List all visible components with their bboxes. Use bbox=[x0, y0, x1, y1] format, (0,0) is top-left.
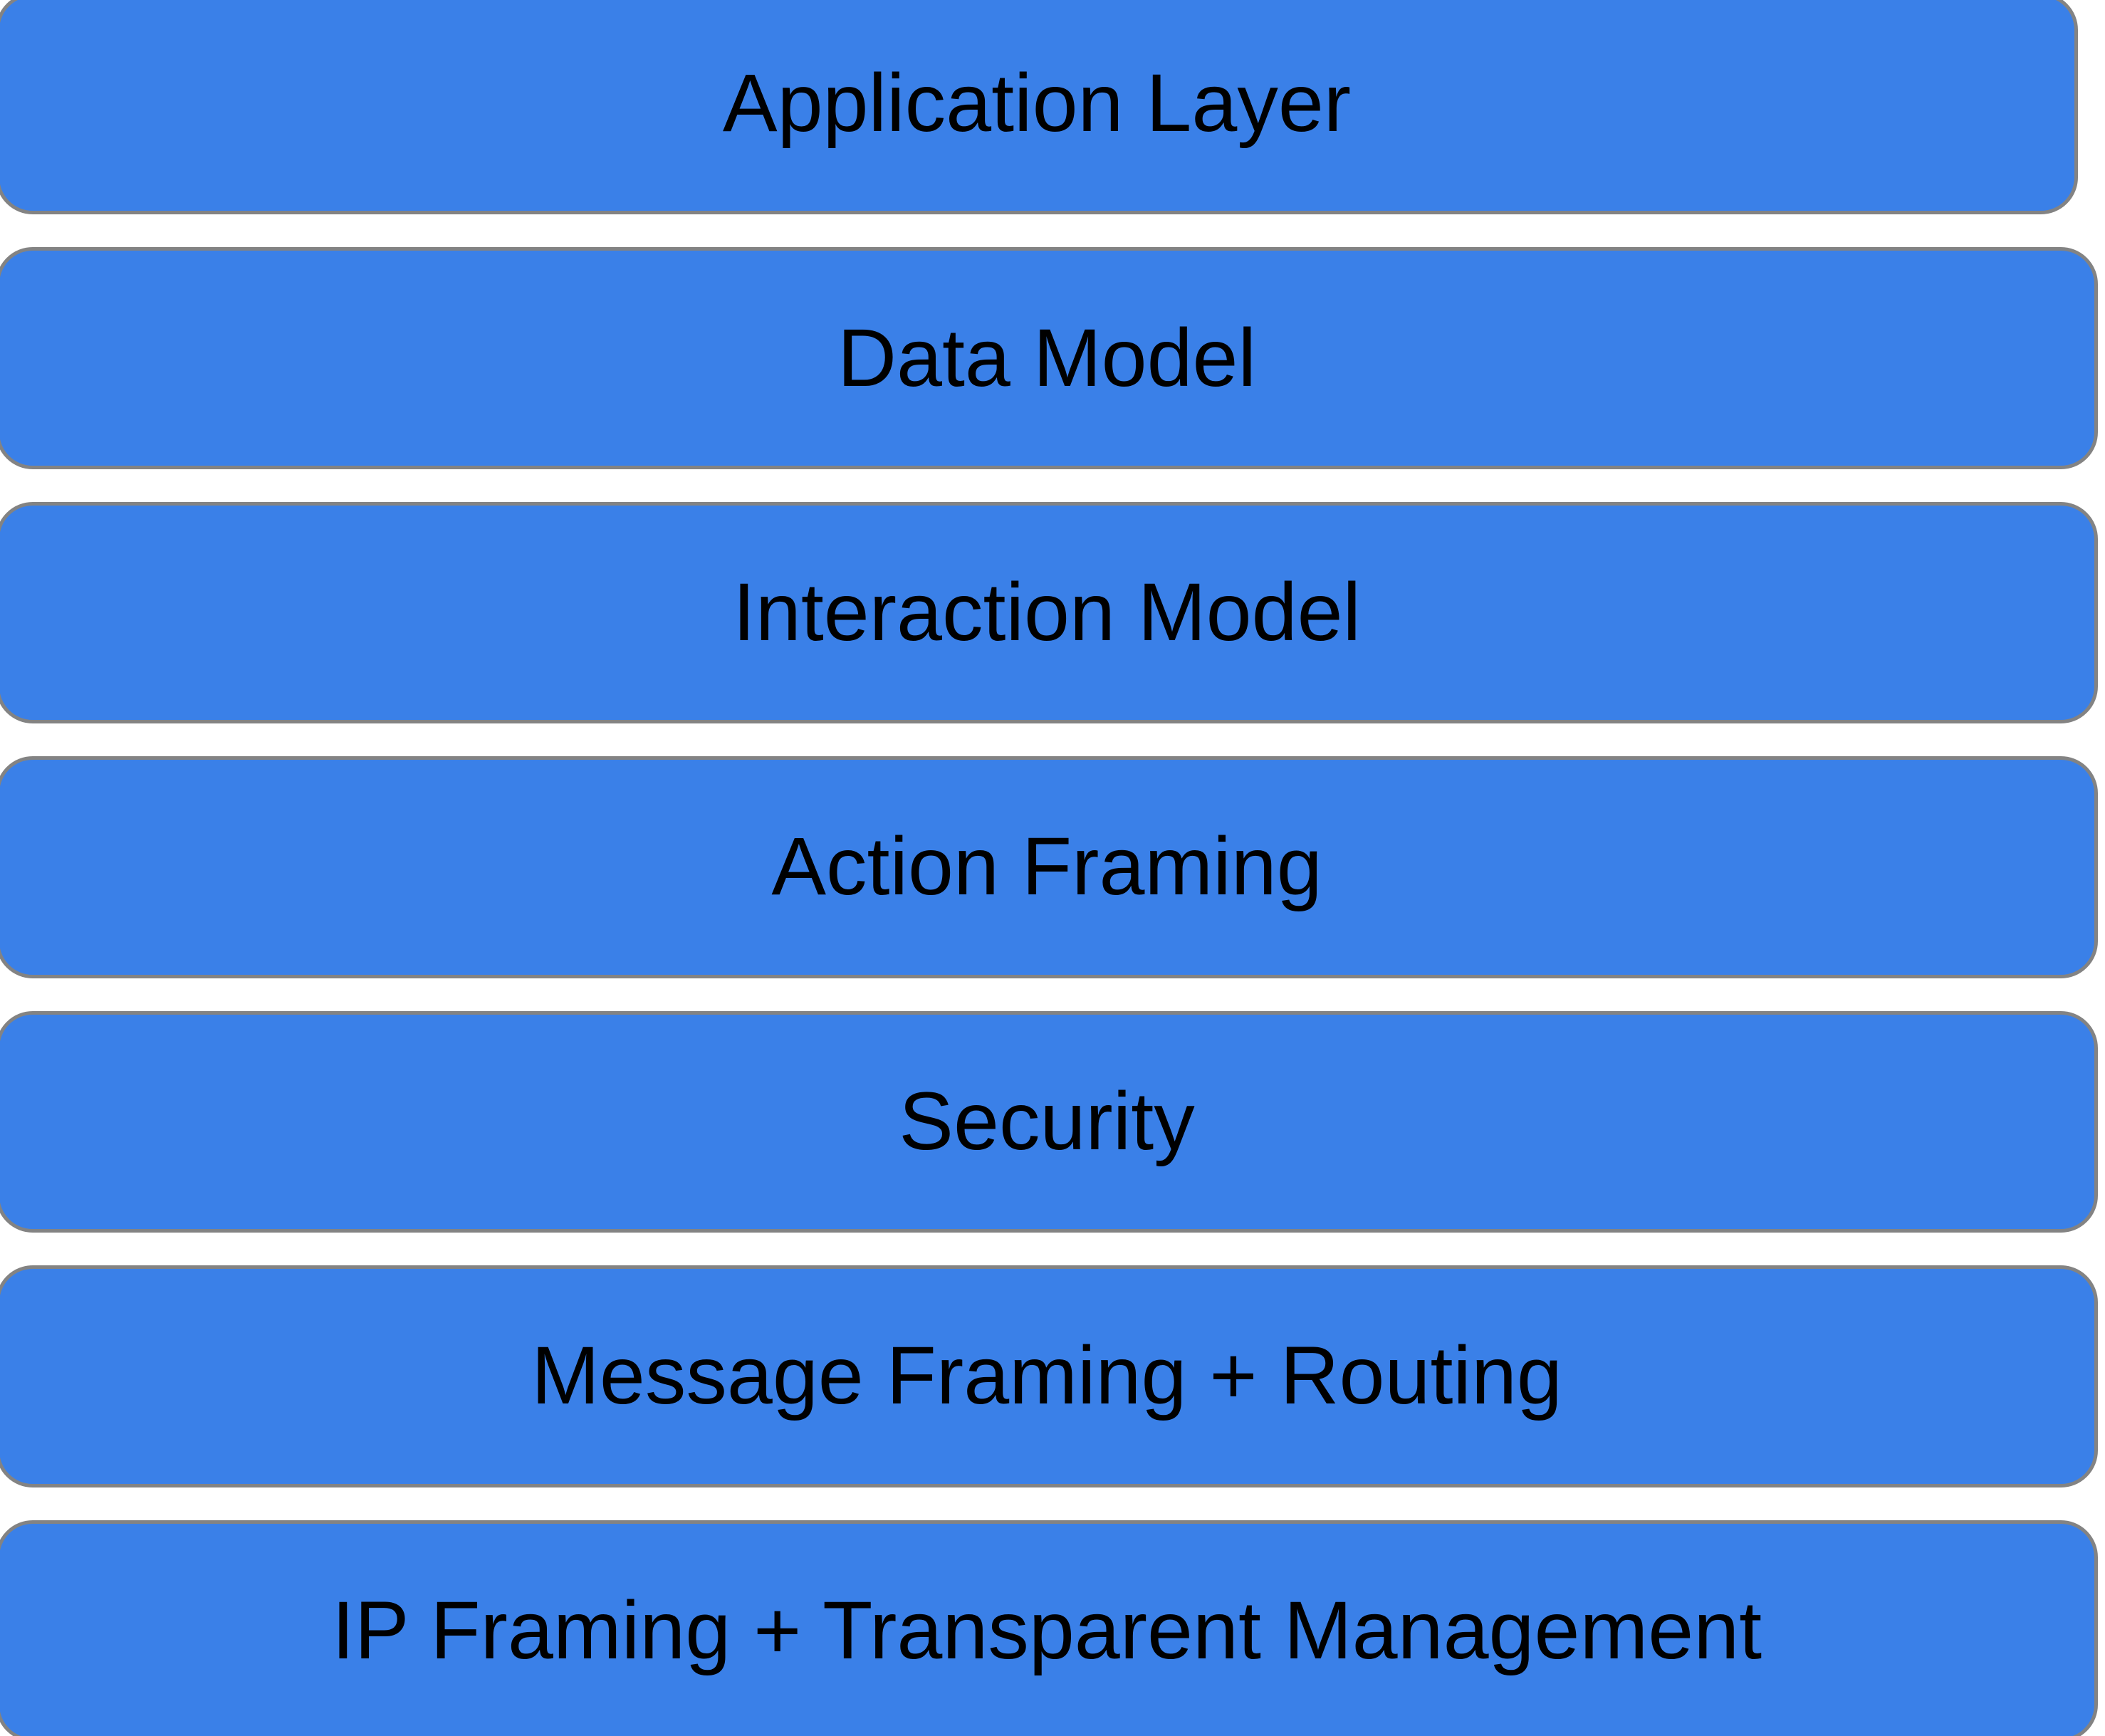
layer-box-action-framing: Action Framing bbox=[0, 756, 2098, 978]
layer-box-interaction-model: Interaction Model bbox=[0, 501, 2098, 724]
layer-label-action-framing: Action Framing bbox=[771, 821, 1322, 913]
layer-label-security: Security bbox=[899, 1075, 1195, 1167]
layer-label-data-model: Data Model bbox=[837, 312, 1257, 404]
layer-box-data-model: Data Model bbox=[0, 247, 2098, 469]
layer-label-application-layer: Application Layer bbox=[722, 58, 1352, 150]
layer-box-message-framing-routing: Message Framing + Routing bbox=[0, 1265, 2098, 1487]
layer-label-interaction-model: Interaction Model bbox=[732, 567, 1362, 659]
layer-label-ip-framing-transparent-management: IP Framing + Transparent Management bbox=[331, 1584, 1762, 1676]
layer-box-security: Security bbox=[0, 1010, 2098, 1233]
layer-box-ip-framing-transparent-management: IP Framing + Transparent Management bbox=[0, 1520, 2098, 1736]
layer-box-application-layer: Application Layer bbox=[0, 0, 2078, 215]
layer-label-message-framing-routing: Message Framing + Routing bbox=[531, 1330, 1562, 1422]
